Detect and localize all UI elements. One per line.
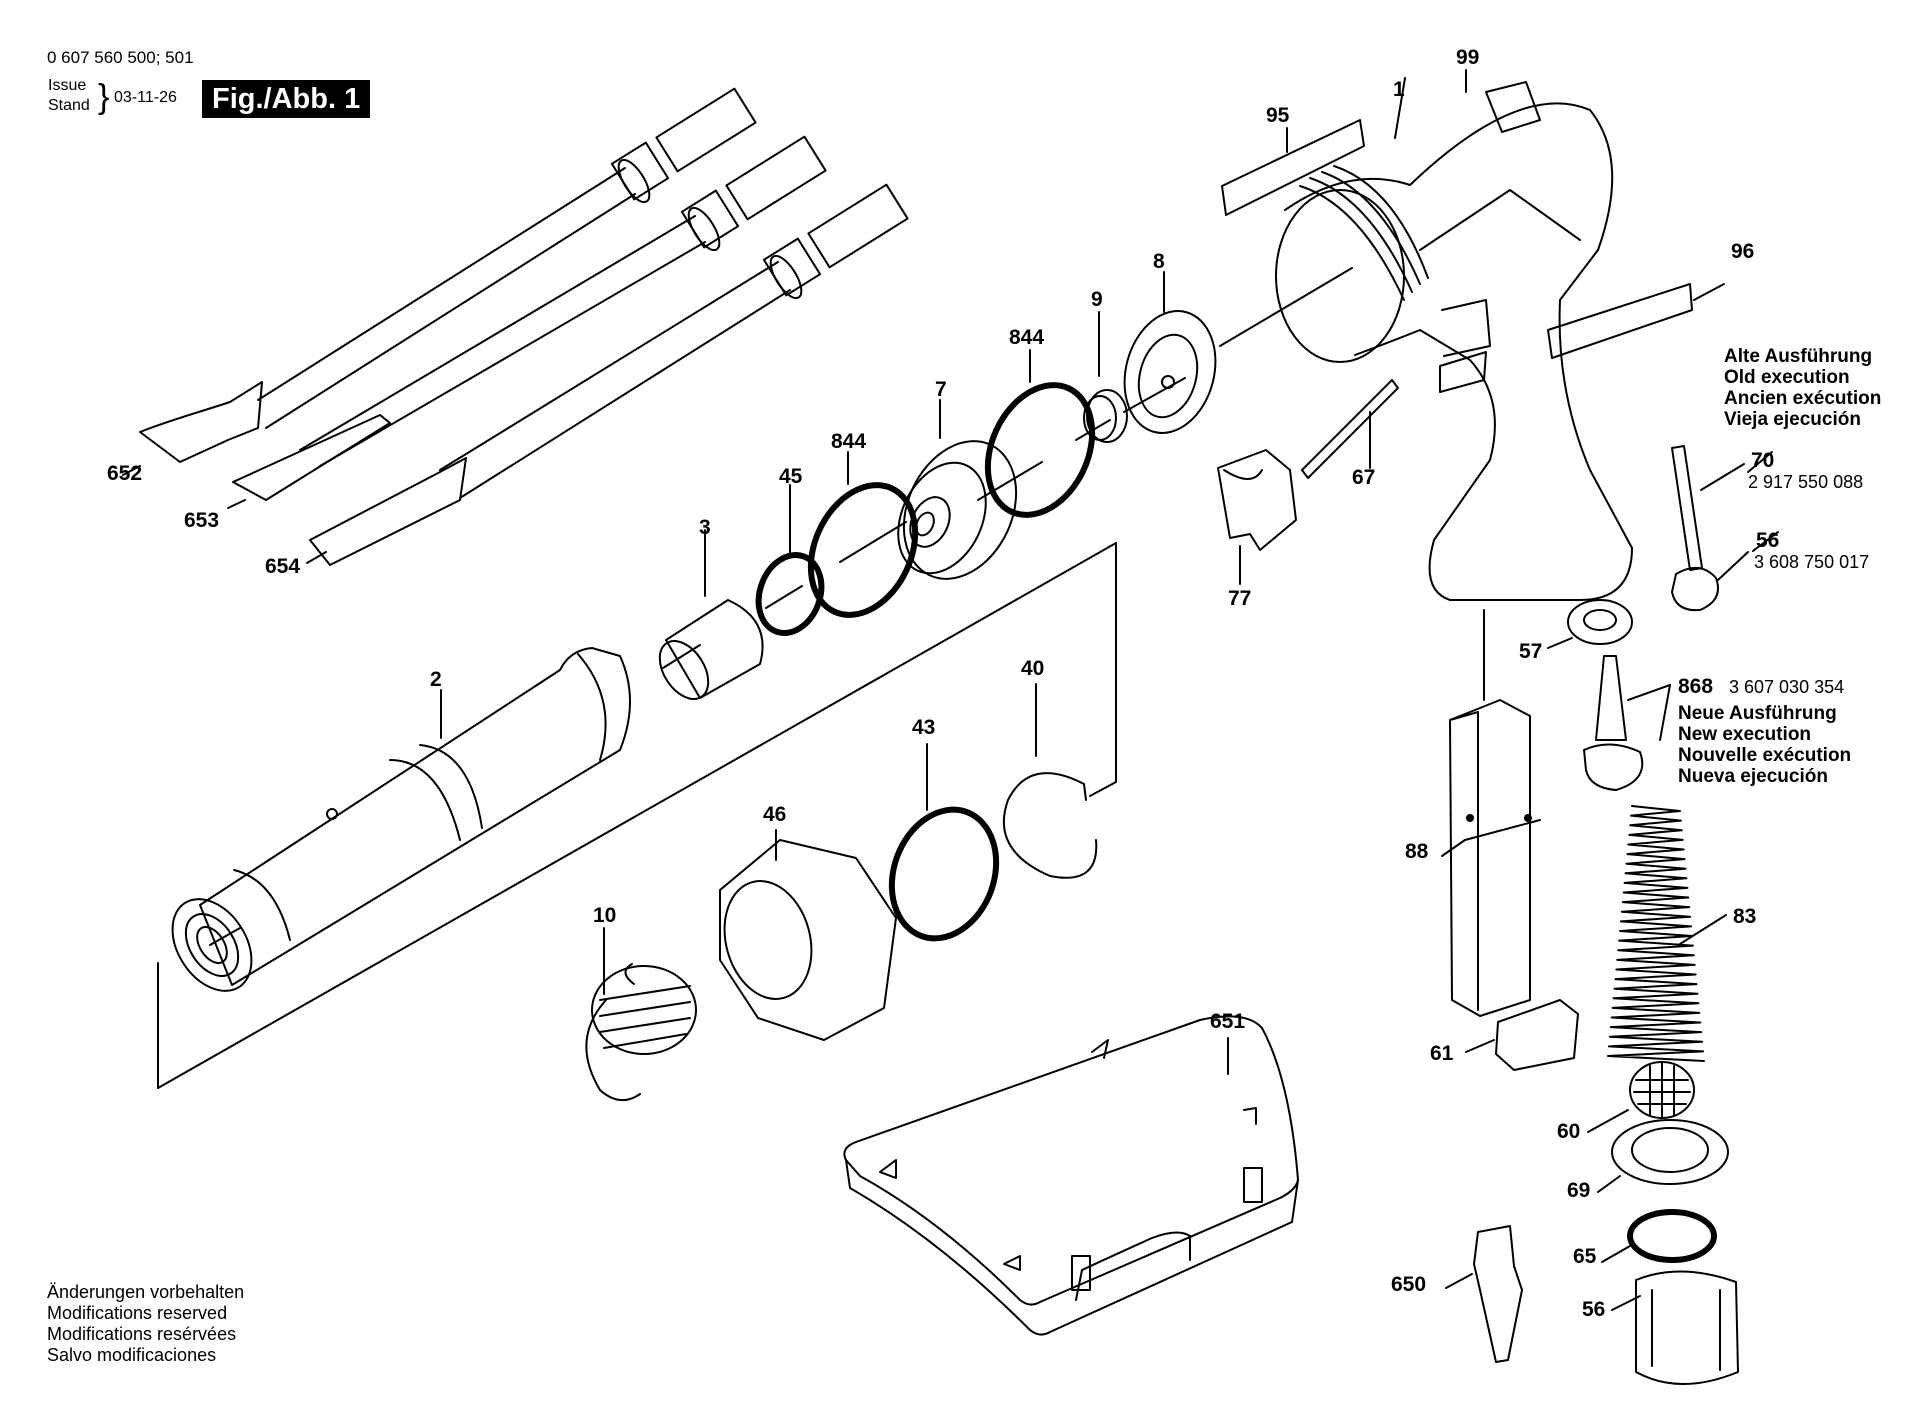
new-execution-es: Nueva ejecución (1678, 766, 1828, 787)
stand-label: Stand (48, 97, 90, 114)
footer-note-de: Änderungen vorbehalten (47, 1282, 245, 1302)
footer-note-es: Salvo modificaciones (47, 1345, 217, 1365)
o-ring-45 (748, 485, 832, 642)
cylinder-head-8 (1111, 272, 1228, 443)
callout-96: 96 (1731, 240, 1755, 263)
callout-56: 56 (1582, 1298, 1606, 1321)
part-number-56-old: 3 608 750 017 (1754, 552, 1870, 572)
callout-69: 69 (1567, 1179, 1591, 1202)
trigger-pin-67 (1302, 380, 1398, 478)
housing-part (1276, 78, 1632, 600)
callout-8: 8 (1153, 250, 1165, 273)
callout-844-upper: 844 (1009, 326, 1045, 349)
callout-844-lower: 844 (831, 430, 867, 453)
part-numbers-label: 0 607 560 500; 501 (47, 48, 194, 67)
nut-46 (712, 830, 896, 1040)
part-number-868: 3 607 030 354 (1729, 677, 1845, 697)
sleeve-part (650, 530, 763, 708)
new-execution-fr: Nouvelle exécution (1678, 745, 1852, 766)
new-execution-en: New execution (1678, 724, 1812, 745)
issue-label: Issue (48, 77, 87, 94)
label-95 (1222, 120, 1364, 215)
chisel-654 (307, 185, 908, 565)
o-ring-844-upper (968, 350, 1112, 532)
old-execution-de: Alte Ausführung (1724, 346, 1873, 367)
footer-note-en: Modifications reserved (47, 1303, 228, 1323)
footer-note-fr: Modifications resérvées (47, 1324, 237, 1344)
valve-pin-70-old (1672, 446, 1744, 570)
callout-65: 65 (1573, 1245, 1597, 1268)
callout-88: 88 (1405, 840, 1429, 863)
figure-label: Fig./Abb. 1 (202, 80, 371, 118)
old-execution-es: Vieja ejecución (1724, 409, 1861, 430)
disc-9 (1084, 312, 1127, 442)
callout-83: 83 (1733, 905, 1757, 928)
callout-10: 10 (593, 904, 617, 927)
label-99 (1466, 70, 1540, 132)
hose-fitting-650 (1446, 1226, 1522, 1362)
callout-653: 653 (184, 509, 220, 532)
callout-60: 60 (1557, 1120, 1581, 1143)
brace-glyph: } (98, 78, 110, 116)
washer-69 (1598, 1120, 1728, 1192)
callout-61: 61 (1430, 1042, 1454, 1065)
callout-99: 99 (1456, 46, 1480, 69)
strikethrough-marks (1748, 452, 1778, 551)
callout-650: 650 (1391, 1273, 1427, 1296)
callout-868: 868 (1678, 675, 1714, 698)
callout-651: 651 (1210, 1010, 1246, 1033)
callout-2: 2 (430, 668, 442, 691)
chisel-653 (228, 137, 826, 508)
callout-46: 46 (763, 803, 787, 826)
washer-57 (1548, 600, 1632, 648)
callout-67: 67 (1352, 466, 1376, 489)
callout-7: 7 (935, 378, 947, 401)
callout-1: 1 (1393, 78, 1405, 101)
nipple-56 (1612, 1271, 1738, 1384)
callout-57: 57 (1519, 640, 1543, 663)
circlip-40 (1004, 684, 1096, 878)
valve-868-new (1584, 656, 1670, 790)
pad-61 (1466, 1000, 1578, 1070)
issue-date: 03-11-26 (114, 89, 177, 106)
callout-95: 95 (1266, 104, 1290, 127)
retainer-spring-10 (586, 928, 696, 1100)
label-96 (1548, 284, 1724, 358)
valve-56-old (1672, 552, 1748, 610)
assembly-axis-lines (210, 268, 1352, 945)
o-ring-43 (874, 744, 1013, 953)
callout-3: 3 (699, 516, 711, 539)
new-execution-de: Neue Ausführung (1678, 703, 1837, 724)
callout-77: 77 (1228, 587, 1252, 610)
o-ring-65 (1602, 1212, 1714, 1262)
spring-83 (1608, 806, 1726, 1061)
callout-654: 654 (265, 555, 301, 578)
chisel-652 (123, 89, 756, 475)
o-ring-844-lower (791, 452, 935, 632)
carrying-case-651 (844, 1016, 1298, 1334)
old-execution-en: Old execution (1724, 367, 1850, 388)
assembly-frame (158, 543, 1484, 1088)
part-number-70: 2 917 550 088 (1748, 472, 1864, 492)
seal-88 (1442, 700, 1540, 1016)
callout-43: 43 (912, 716, 936, 739)
trigger-77 (1218, 450, 1296, 584)
callout-45: 45 (779, 465, 803, 488)
old-execution-fr: Ancien exécution (1724, 388, 1882, 409)
callout-40: 40 (1021, 657, 1045, 680)
strainer-60 (1588, 1062, 1694, 1132)
callout-9: 9 (1091, 288, 1103, 311)
barrel-part (156, 648, 630, 1005)
